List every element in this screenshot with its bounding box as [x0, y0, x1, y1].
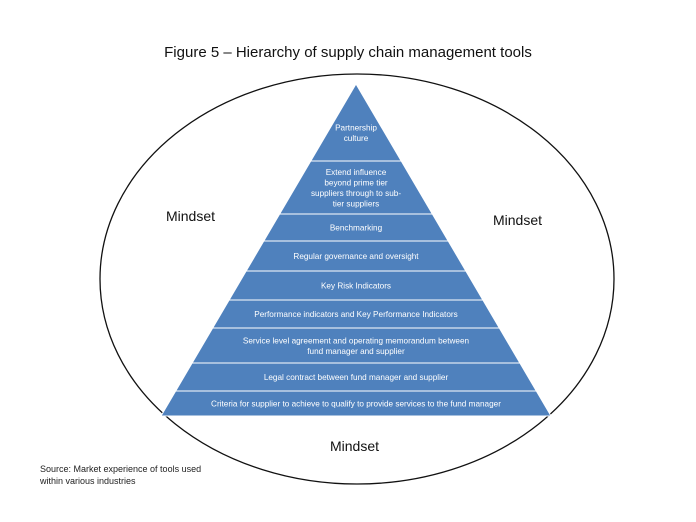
- pyramid-tier-2-label-line-3: suppliers through to sub-: [311, 189, 401, 198]
- pyramid-tier-3-label-line-1: Benchmarking: [330, 224, 383, 233]
- pyramid-tier-8-label-line-1: Legal contract between fund manager and …: [264, 373, 449, 382]
- mindset-ellipse: [99, 73, 615, 485]
- pyramid-tier-2-label-line-2: beyond prime tier: [324, 178, 388, 187]
- mindset-label-right: Mindset: [493, 212, 543, 228]
- pyramid-tier-1-label-line-1: Partnership: [335, 123, 377, 132]
- pyramid-tier-7: [191, 327, 521, 364]
- pyramid-tier-9: [160, 390, 552, 417]
- pyramid-tier-4-label-line-1: Regular governance and oversight: [293, 252, 419, 261]
- pyramid-tier-2-label-line-1: Extend influence: [326, 168, 387, 177]
- pyramid-tier-5-label-line-1: Key Risk Indicators: [321, 282, 391, 291]
- figure-title: Figure 5 – Hierarchy of supply chain man…: [164, 44, 532, 61]
- pyramid-tier-7-label-line-2: fund manager and supplier: [307, 347, 405, 356]
- pyramid-tier-7-label-line-1: Service level agreement and operating me…: [243, 336, 470, 345]
- pyramid-tier-6-label-line-1: Performance indicators and Key Performan…: [254, 310, 457, 319]
- mindset-label-left: Mindset: [166, 208, 216, 224]
- mindset-label-bottom: Mindset: [330, 438, 380, 454]
- pyramid-tier-2-label-line-4: tier suppliers: [333, 199, 379, 208]
- pyramid-tier-9-label-line-1: Criteria for supplier to achieve to qual…: [211, 400, 501, 409]
- source-note: Source: Market experience of tools used …: [40, 464, 202, 486]
- pyramid-tier-1-label-line-2: culture: [344, 134, 369, 143]
